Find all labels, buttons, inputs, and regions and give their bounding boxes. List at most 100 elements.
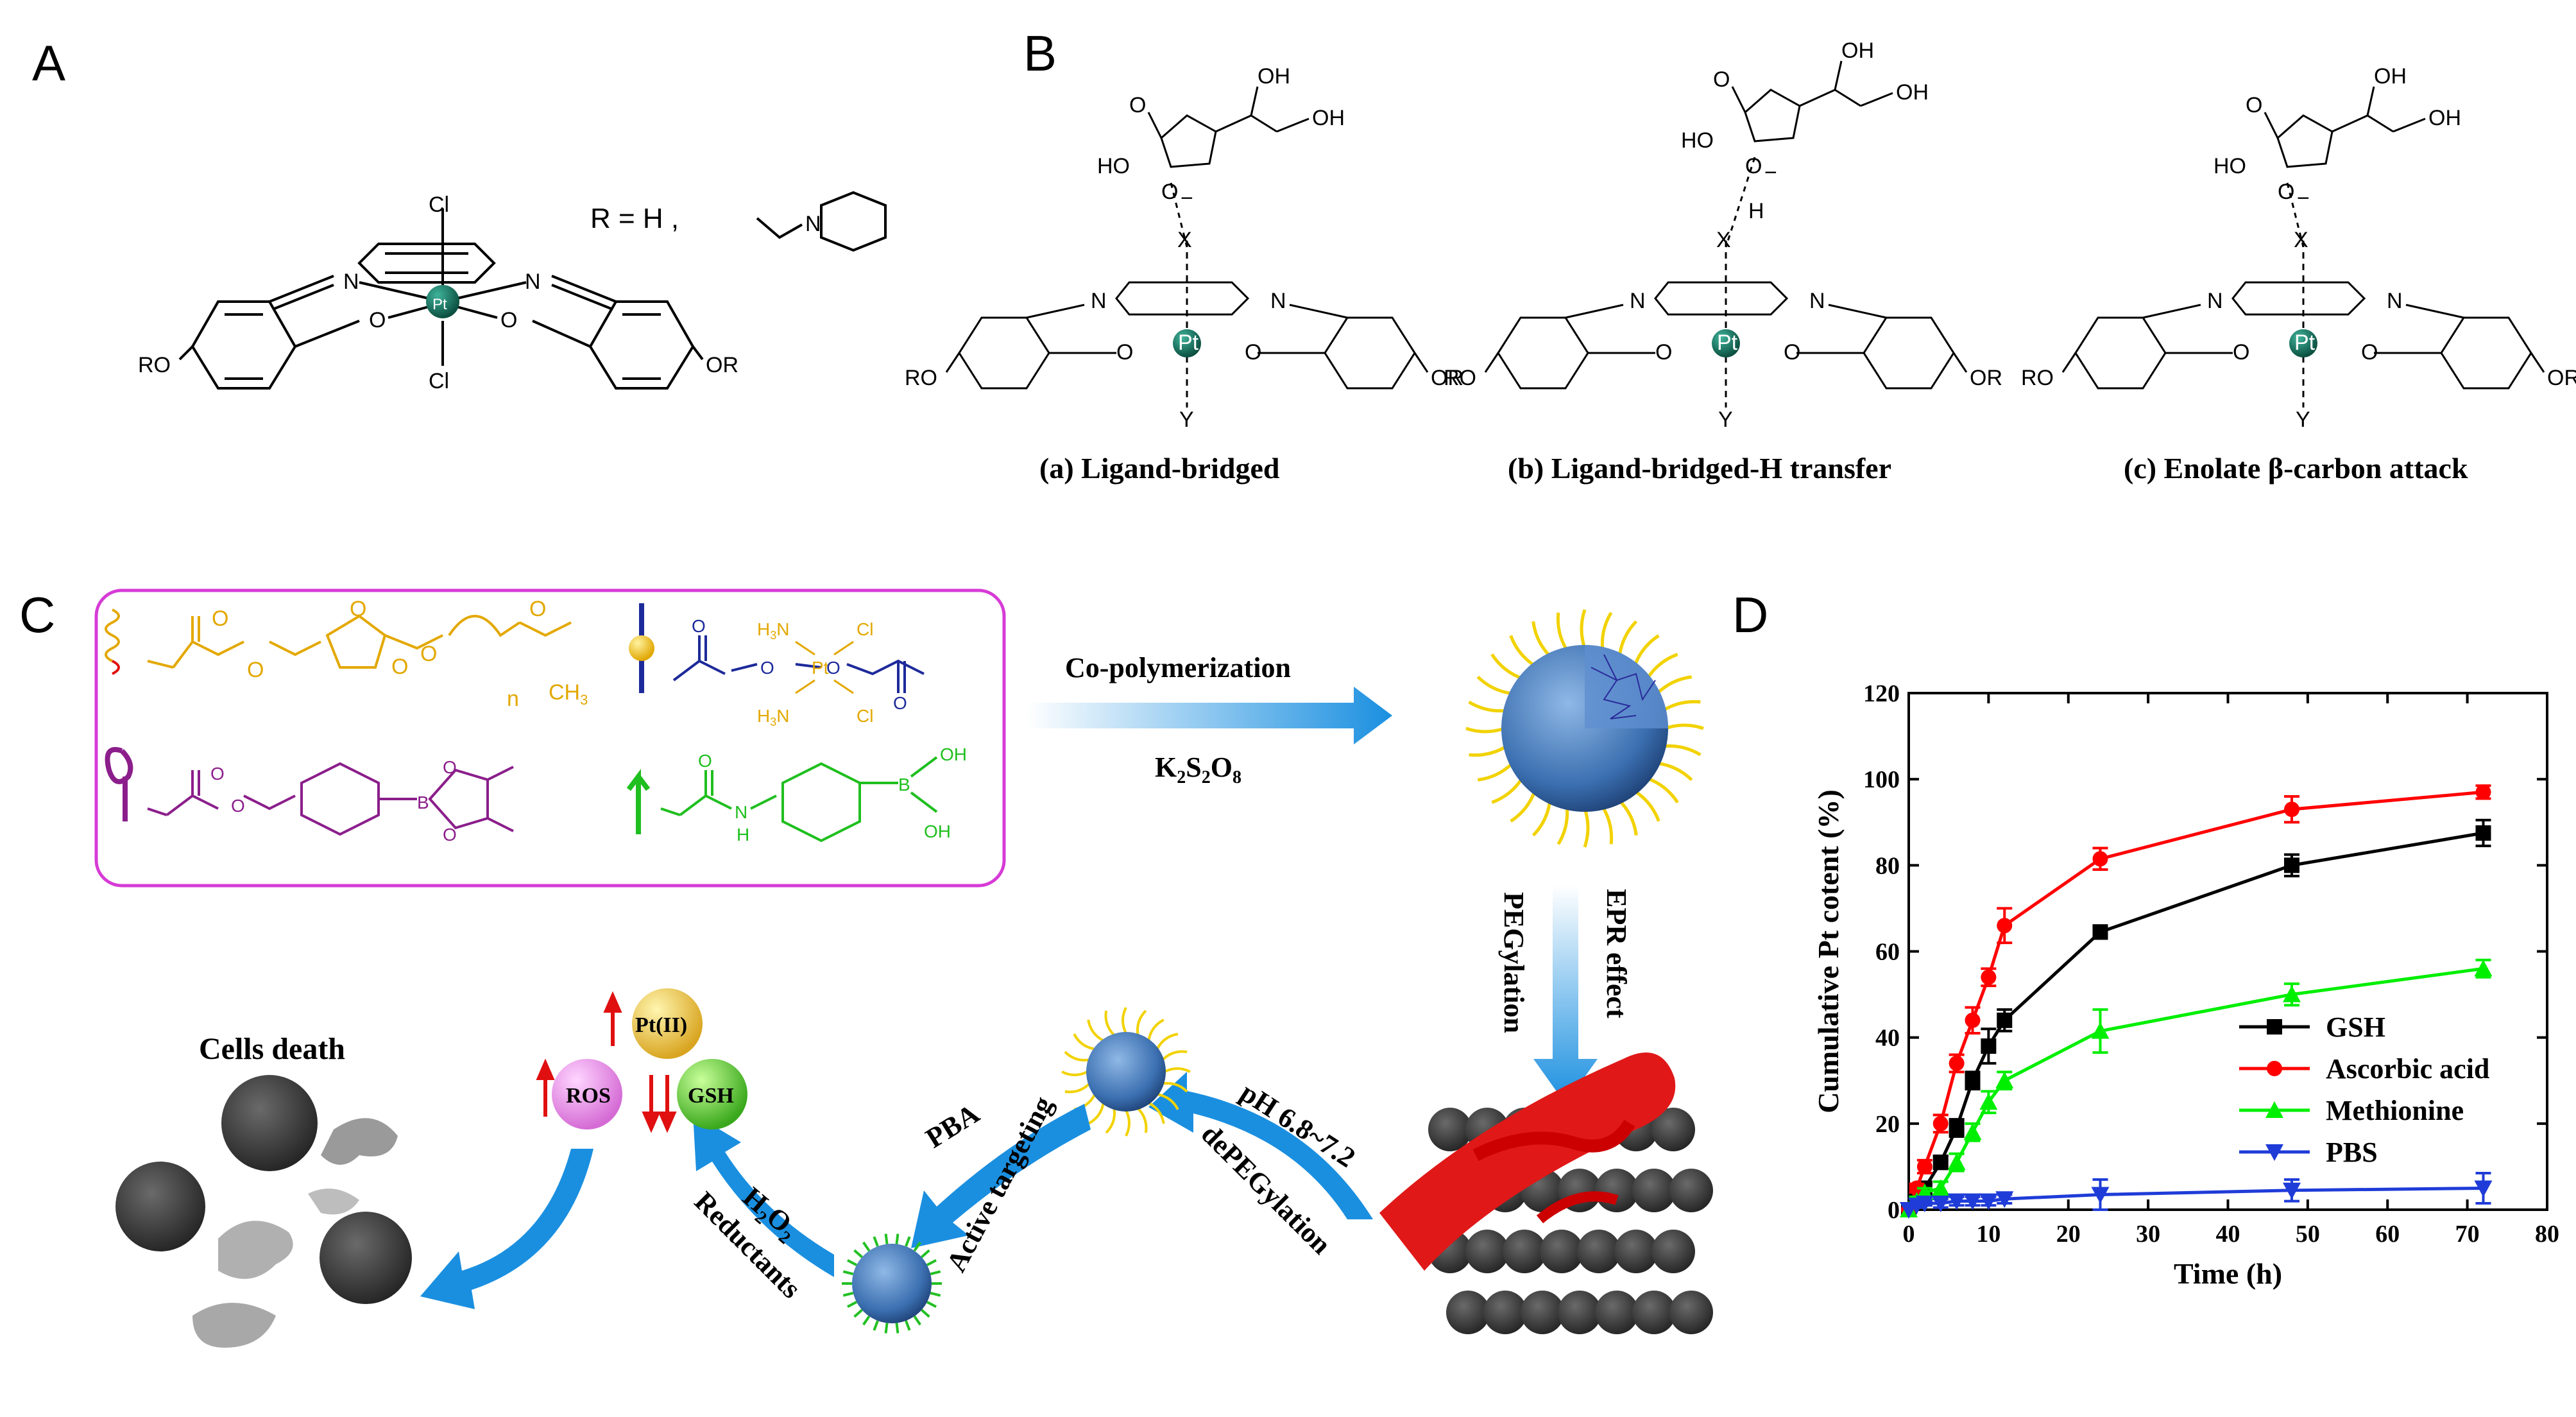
data-point xyxy=(1947,1193,1966,1210)
pba-arrow xyxy=(911,1104,1091,1248)
x-label: X xyxy=(2294,228,2308,252)
data-point xyxy=(1995,1071,2014,1088)
legend-label: PBS xyxy=(2326,1137,2378,1168)
o-carbonyl: O xyxy=(2246,93,2262,117)
m1-o-1: O xyxy=(212,606,228,631)
legend-entry: GSH xyxy=(2239,1011,2385,1043)
n-left: N xyxy=(1091,289,1107,313)
cells-death-arrow xyxy=(420,1149,593,1309)
data-point xyxy=(1997,918,2013,934)
m2-h3n-top: H3N xyxy=(757,619,789,642)
y-tick-label: 100 xyxy=(1863,766,1900,793)
o-enolate: O xyxy=(2278,180,2294,204)
n-left-label: N xyxy=(343,270,359,294)
ros-ball xyxy=(552,1059,622,1129)
o-left-label: O xyxy=(369,308,386,332)
pt-atom-icon xyxy=(1712,329,1740,357)
panel-label-c: C xyxy=(19,587,55,643)
series-pbs xyxy=(1900,1171,2493,1219)
y-tick-label: 80 xyxy=(1875,852,1900,879)
data-point xyxy=(2283,985,2301,1002)
ho-label: HO xyxy=(2213,154,2246,178)
o-carbonyl: O xyxy=(1713,67,1730,92)
m1-n: n xyxy=(507,687,519,711)
data-point xyxy=(1931,1195,1950,1212)
pt-atom-icon xyxy=(426,285,459,318)
x-tick-label: 0 xyxy=(1903,1221,1915,1248)
panel-label-d: D xyxy=(1732,587,1768,643)
axial-cl-top: Cl xyxy=(429,193,449,217)
data-point xyxy=(1995,1191,2014,1208)
ph-arrow xyxy=(1148,1072,1373,1219)
data-point xyxy=(2092,924,2108,940)
data-point xyxy=(1949,1120,1965,1136)
m4-o: O xyxy=(698,751,712,771)
x-tick-label: 30 xyxy=(2136,1221,2160,1248)
gsh-ball xyxy=(677,1059,747,1129)
h-label: H xyxy=(1748,199,1764,223)
m4-n: N xyxy=(735,802,747,822)
series-ascorbic-acid xyxy=(1901,784,2491,1217)
oh-label-2: OH xyxy=(1896,80,1929,105)
m2-o-3: O xyxy=(826,658,840,678)
pba-label: PBA xyxy=(920,1097,985,1154)
r-definition: R = H , xyxy=(590,203,679,234)
m1-o-2: O xyxy=(247,658,264,682)
y-tick-label: 120 xyxy=(1863,680,1900,707)
ro-label: RO xyxy=(2021,366,2054,390)
data-point xyxy=(1997,1012,2013,1028)
data-point xyxy=(1965,1012,1981,1028)
data-point xyxy=(1949,1055,1965,1071)
data-point xyxy=(2283,1182,2301,1199)
data-point xyxy=(1979,1193,1998,1210)
tumor-tissue xyxy=(1379,1052,1713,1334)
m4-oh-1: OH xyxy=(940,744,967,764)
panel-label-a: A xyxy=(32,35,65,91)
data-point xyxy=(1981,969,1997,985)
oh-label-1: OH xyxy=(1841,39,1874,63)
data-point xyxy=(1932,1155,1949,1171)
data-point xyxy=(2474,1180,2493,1198)
legend-entry: Ascorbic acid xyxy=(2239,1053,2489,1085)
y-tick-label: 40 xyxy=(1875,1025,1900,1052)
m1-o-4: O xyxy=(391,655,408,679)
oh-label-2: OH xyxy=(2428,106,2461,130)
legend-label: Ascorbic acid xyxy=(2326,1053,2489,1085)
pt-label: Pt xyxy=(2294,331,2316,355)
copolymerization-arrow xyxy=(1027,687,1392,744)
monomer-peg-carbonate xyxy=(105,608,572,675)
pegylation-label: PEGylation xyxy=(1498,892,1530,1033)
data-point xyxy=(2474,959,2493,977)
nanoparticle-large xyxy=(1465,609,1704,848)
m1-o-3: O xyxy=(350,597,366,621)
data-point xyxy=(2265,1144,2283,1161)
initiator-label: K2S2O8 xyxy=(1155,751,1241,787)
series-line xyxy=(1907,790,2484,1210)
legend-label: GSH xyxy=(2326,1011,2385,1043)
ho-label: HO xyxy=(1097,154,1130,178)
data-point xyxy=(1947,1153,1966,1171)
m3-o-4: O xyxy=(443,825,457,845)
ho-label: HO xyxy=(1681,128,1714,153)
data-point xyxy=(2092,851,2108,867)
x-tick-label: 70 xyxy=(2455,1221,2480,1248)
x-label: X xyxy=(1716,228,1731,252)
caption-ligand-bridged: (a) Ligand-bridged xyxy=(1039,452,1280,485)
m1-ch3: CH3 xyxy=(549,680,588,708)
x-tick-label: 40 xyxy=(2216,1221,2240,1248)
m3-o-3: O xyxy=(443,757,457,777)
pt-label: Pt xyxy=(432,296,447,313)
data-point xyxy=(2284,857,2299,873)
plot-frame xyxy=(1907,692,2548,1211)
nanoparticle-medium xyxy=(1061,1007,1191,1137)
n-right: N xyxy=(1809,289,1825,313)
epr-label: EPR effect xyxy=(1601,889,1632,1018)
y-axis-label: Cumulative Pt cotent (%) xyxy=(1812,789,1845,1113)
ros-label: ROS xyxy=(566,1084,611,1108)
n-left: N xyxy=(2207,289,2223,313)
n-left: N xyxy=(1630,289,1646,313)
